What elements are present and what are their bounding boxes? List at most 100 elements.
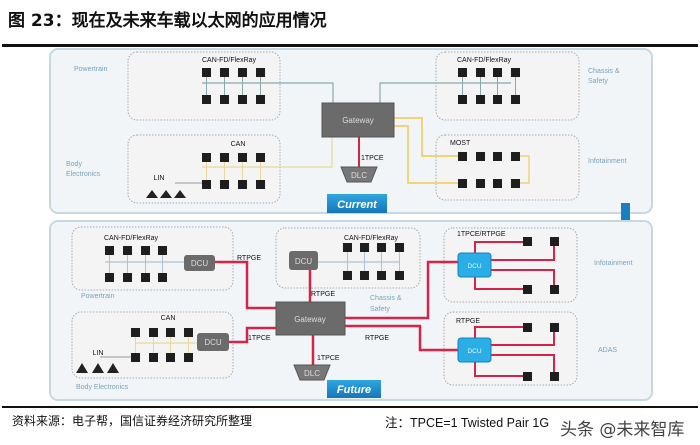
ecu-node (493, 152, 502, 161)
current-dlc-link-label: 1TPCE (361, 155, 384, 162)
dcu-node-link (491, 241, 555, 261)
dcu-node-link (491, 269, 555, 289)
ecu-node (256, 68, 265, 77)
lin-node-icon (92, 363, 104, 373)
future-powertrain-bus-label: CAN-FD/FlexRay (104, 235, 159, 242)
lin-node-icon (174, 190, 186, 198)
ecu-node (395, 271, 404, 280)
current-panel: Gateway DLC 1TPCE CAN-FD/FlexRay CAN-FD/… (49, 48, 653, 214)
future-gateway-label: Gateway (294, 315, 326, 324)
ecu-node (166, 328, 175, 337)
ecu-node (550, 323, 559, 332)
future-adas-box (443, 311, 578, 386)
future-panel: DCU DCU DCU DCU DCU Gateway DLC 1TPCE RT… (49, 220, 653, 401)
current-most-label: MOST (450, 140, 471, 147)
ecu-node (550, 237, 559, 246)
ecu-node (123, 246, 132, 255)
abbreviation-note: 注：TPCE=1 Twisted Pair 1G (385, 416, 550, 430)
ecu-node (511, 95, 520, 104)
ecu-node (511, 68, 520, 77)
title-rule (2, 44, 698, 47)
future-body-label: Body Electronics (76, 384, 129, 391)
dcu-node-link (491, 354, 555, 376)
future-can-label: CAN (161, 315, 176, 322)
ecu-node (202, 180, 211, 189)
future-dlc-connector (293, 364, 331, 381)
ecu-node (123, 273, 132, 282)
adas-link-label: RTPGE (365, 335, 389, 342)
current-infotainment-box (435, 134, 580, 201)
ecu-node (256, 180, 265, 189)
ecu-node (202, 95, 211, 104)
ecu-node (476, 95, 485, 104)
lin-node-icon (107, 363, 119, 373)
powertrain-rtpge-link (215, 260, 276, 310)
future-infotainment-bus-label: 1TPCE/RTPGE (457, 231, 506, 238)
future-chassis-label: Chassis & (370, 295, 402, 302)
powertrain-link-label: RTPGE (237, 255, 261, 262)
ecu-node (493, 95, 502, 104)
current-infotainment-label: Infotainment (588, 158, 627, 165)
powertrain-bus-line (202, 82, 334, 105)
ecu-node (256, 95, 265, 104)
ecu-node (149, 328, 158, 337)
ecu-node (458, 179, 467, 188)
future-adas-label: ADAS (598, 347, 617, 354)
ecu-node (476, 152, 485, 161)
ecu-node (458, 95, 467, 104)
dcu-node-link (474, 326, 527, 338)
powertrain-dcu (184, 255, 215, 271)
dcu-label: DCU (204, 338, 222, 347)
ecu-node (184, 328, 193, 337)
ecu-node (105, 273, 114, 282)
ecu-node (256, 153, 265, 162)
ecu-node (220, 180, 229, 189)
figure-title: 图 23：现在及未来车载以太网的应用情况 (8, 11, 327, 31)
future-adas-bus-label: RTPGE (456, 318, 480, 325)
dcu-node-link (474, 277, 527, 290)
adas-dcu (457, 337, 492, 363)
ecu-node (360, 243, 369, 252)
ecu-node (202, 153, 211, 162)
chassis-bus-line (379, 82, 511, 105)
future-dlc-label: DLC (304, 369, 320, 378)
ecu-node (550, 372, 559, 381)
lin-node-icon (76, 363, 88, 373)
ecu-node (220, 95, 229, 104)
ecu-node (523, 285, 532, 294)
body-1tpce-link (229, 326, 276, 344)
watermark: 头条 @未来智库 (560, 420, 685, 440)
ecu-node (141, 246, 150, 255)
ecu-node (220, 68, 229, 77)
ecu-node (523, 323, 532, 332)
ecu-node (202, 68, 211, 77)
current-gateway-label: Gateway (342, 116, 374, 125)
ecu-node (493, 179, 502, 188)
chassis-dcu (289, 251, 318, 270)
future-powertrain-label: Powertrain (81, 293, 115, 300)
most-link-1 (394, 117, 458, 157)
ecu-node (377, 271, 386, 280)
ecu-node (343, 271, 352, 280)
infotainment-dcu (457, 252, 492, 278)
ecu-node (511, 152, 520, 161)
current-chassis-label: Chassis & (588, 68, 620, 75)
ecu-node (458, 152, 467, 161)
footer-rule (2, 406, 698, 408)
ecu-node (523, 372, 532, 381)
ecu-node (476, 68, 485, 77)
current-powertrain-bus-label: CAN-FD/FlexRay (202, 57, 257, 64)
chassis-link-label: RTPGE (311, 291, 335, 298)
dcu-label: DCU (191, 259, 209, 268)
lin-node-icon (146, 190, 158, 198)
ecu-node (131, 353, 140, 362)
current-gateway (321, 102, 395, 138)
ecu-node (158, 273, 167, 282)
source-note: 资料来源：电子帮，国信证券经济研究所整理 (12, 414, 253, 428)
future-lin-label: LIN (93, 350, 104, 357)
ecu-node (476, 179, 485, 188)
ecu-node (523, 237, 532, 246)
ecu-node (141, 273, 150, 282)
